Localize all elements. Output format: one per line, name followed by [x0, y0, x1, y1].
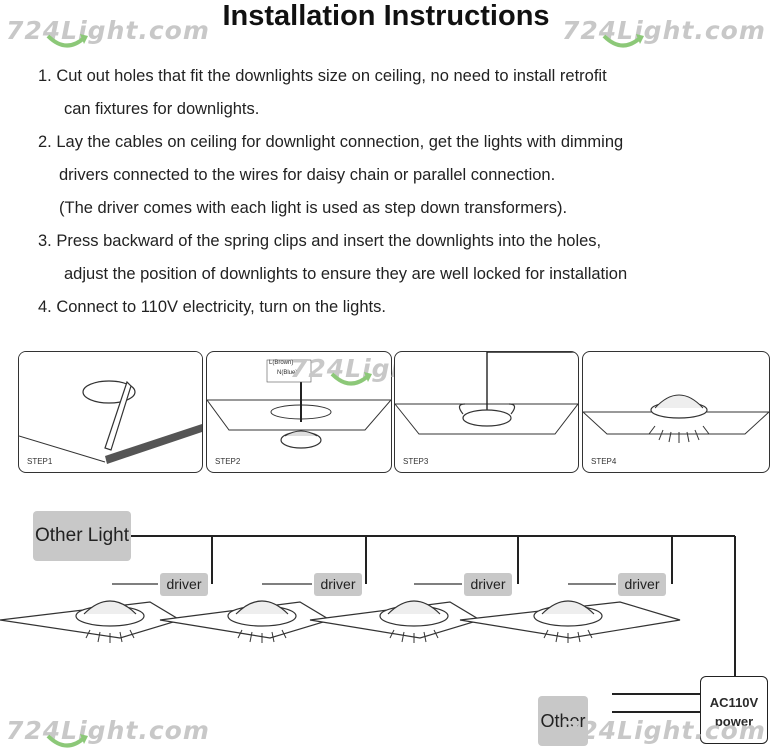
arrow-arc-icon	[330, 372, 372, 386]
watermark-bottom-left: 724Light.com	[6, 716, 210, 748]
watermark-top-left: 724Light.com	[6, 16, 210, 48]
step3-panel: STEP3	[394, 351, 579, 473]
step3-illustration	[395, 352, 578, 435]
other-light-box: Other Light	[33, 511, 131, 561]
step-label: STEP1	[27, 457, 53, 466]
driver-box: driver	[464, 573, 512, 596]
step-line: can fixtures for downlights.	[64, 100, 260, 118]
step1-illustration	[19, 352, 202, 464]
step1-panel: STEP1	[18, 351, 203, 473]
other-box: Other	[538, 696, 588, 746]
ac-voltage-label: AC110V	[709, 695, 759, 710]
step-label: STEP3	[403, 457, 429, 466]
step-line: adjust the position of downlights to ens…	[64, 265, 628, 283]
step-line: 1. Cut out holes that fit the downlights…	[38, 67, 607, 85]
step-line: (The driver comes with each light is use…	[59, 199, 568, 217]
step-line: 3. Press backward of the spring clips an…	[38, 232, 602, 250]
step-label: STEP2	[215, 457, 241, 466]
driver-box: driver	[160, 573, 208, 596]
watermark-top-right: 724Light.com	[562, 16, 766, 48]
watermark-bottom-right: 724Light.com	[562, 716, 766, 745]
wire-l-label: L(Brown)	[269, 360, 294, 366]
power-label: power	[714, 714, 754, 729]
step-label: STEP4	[591, 457, 617, 466]
arrow-arc-icon	[46, 734, 88, 748]
step-line: drivers connected to the wires for daisy…	[59, 166, 556, 184]
wiring-diagram	[0, 535, 736, 713]
step2-panel: L(Brown) N(Blue) STEP2	[206, 351, 392, 473]
driver-box: driver	[618, 573, 666, 596]
arrow-arc-icon	[602, 34, 644, 48]
ac-power-box: AC110V power	[700, 676, 768, 744]
step-line: 2. Lay the cables on ceiling for downlig…	[38, 133, 624, 151]
step2-illustration	[207, 359, 391, 449]
page-title: Installation Instructions	[222, 0, 550, 32]
step-line: 4. Connect to 110V electricity, turn on …	[38, 298, 386, 316]
wire-n-label: N(Blue)	[277, 370, 298, 376]
step4-illustration	[583, 394, 769, 443]
driver-box: driver	[314, 573, 362, 596]
instruction-list: 1. Cut out holes that fit the downlights…	[38, 60, 738, 324]
arrow-arc-icon	[46, 34, 88, 48]
step4-panel: STEP4	[582, 351, 770, 473]
